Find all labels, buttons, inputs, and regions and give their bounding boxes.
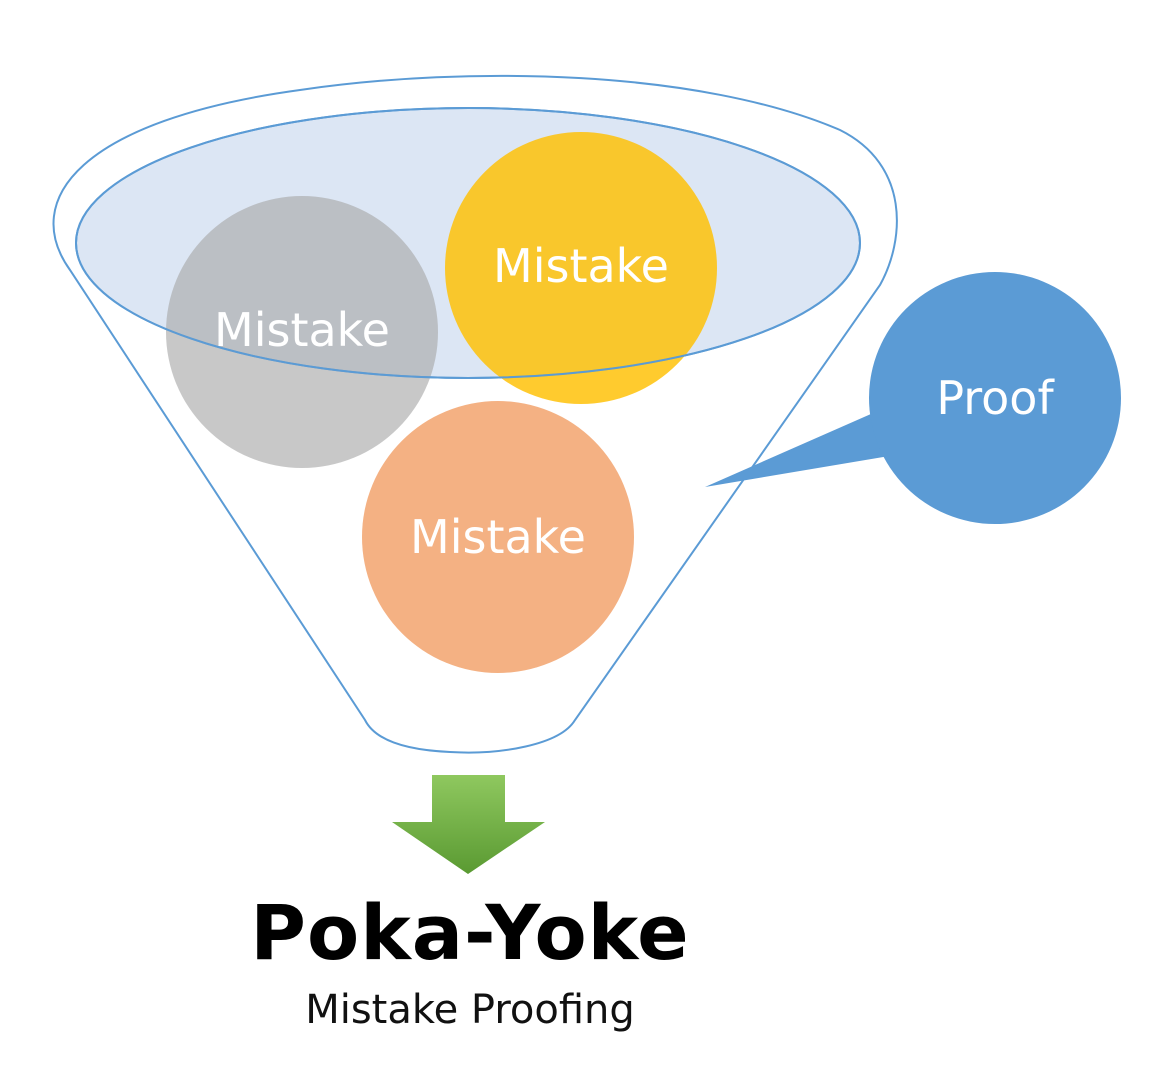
down-arrow-icon — [392, 775, 545, 874]
mistake-label-gray: Mistake — [214, 303, 390, 357]
proof-label: Proof — [936, 371, 1055, 425]
funnel-mouth-edge — [75, 107, 861, 379]
mistake-circle-gray — [166, 196, 438, 468]
mistake-label-yellow: Mistake — [493, 239, 669, 293]
page-title: Poka-Yoke — [250, 888, 690, 977]
page-subtitle: Mistake Proofing — [305, 987, 635, 1033]
mistake-label-orange: Mistake — [410, 510, 586, 564]
mistake-circle-yellow — [445, 132, 717, 404]
proof-callout-tail — [705, 410, 895, 487]
proof-callout-circle — [869, 272, 1121, 524]
mistake-circle-orange — [362, 401, 634, 673]
